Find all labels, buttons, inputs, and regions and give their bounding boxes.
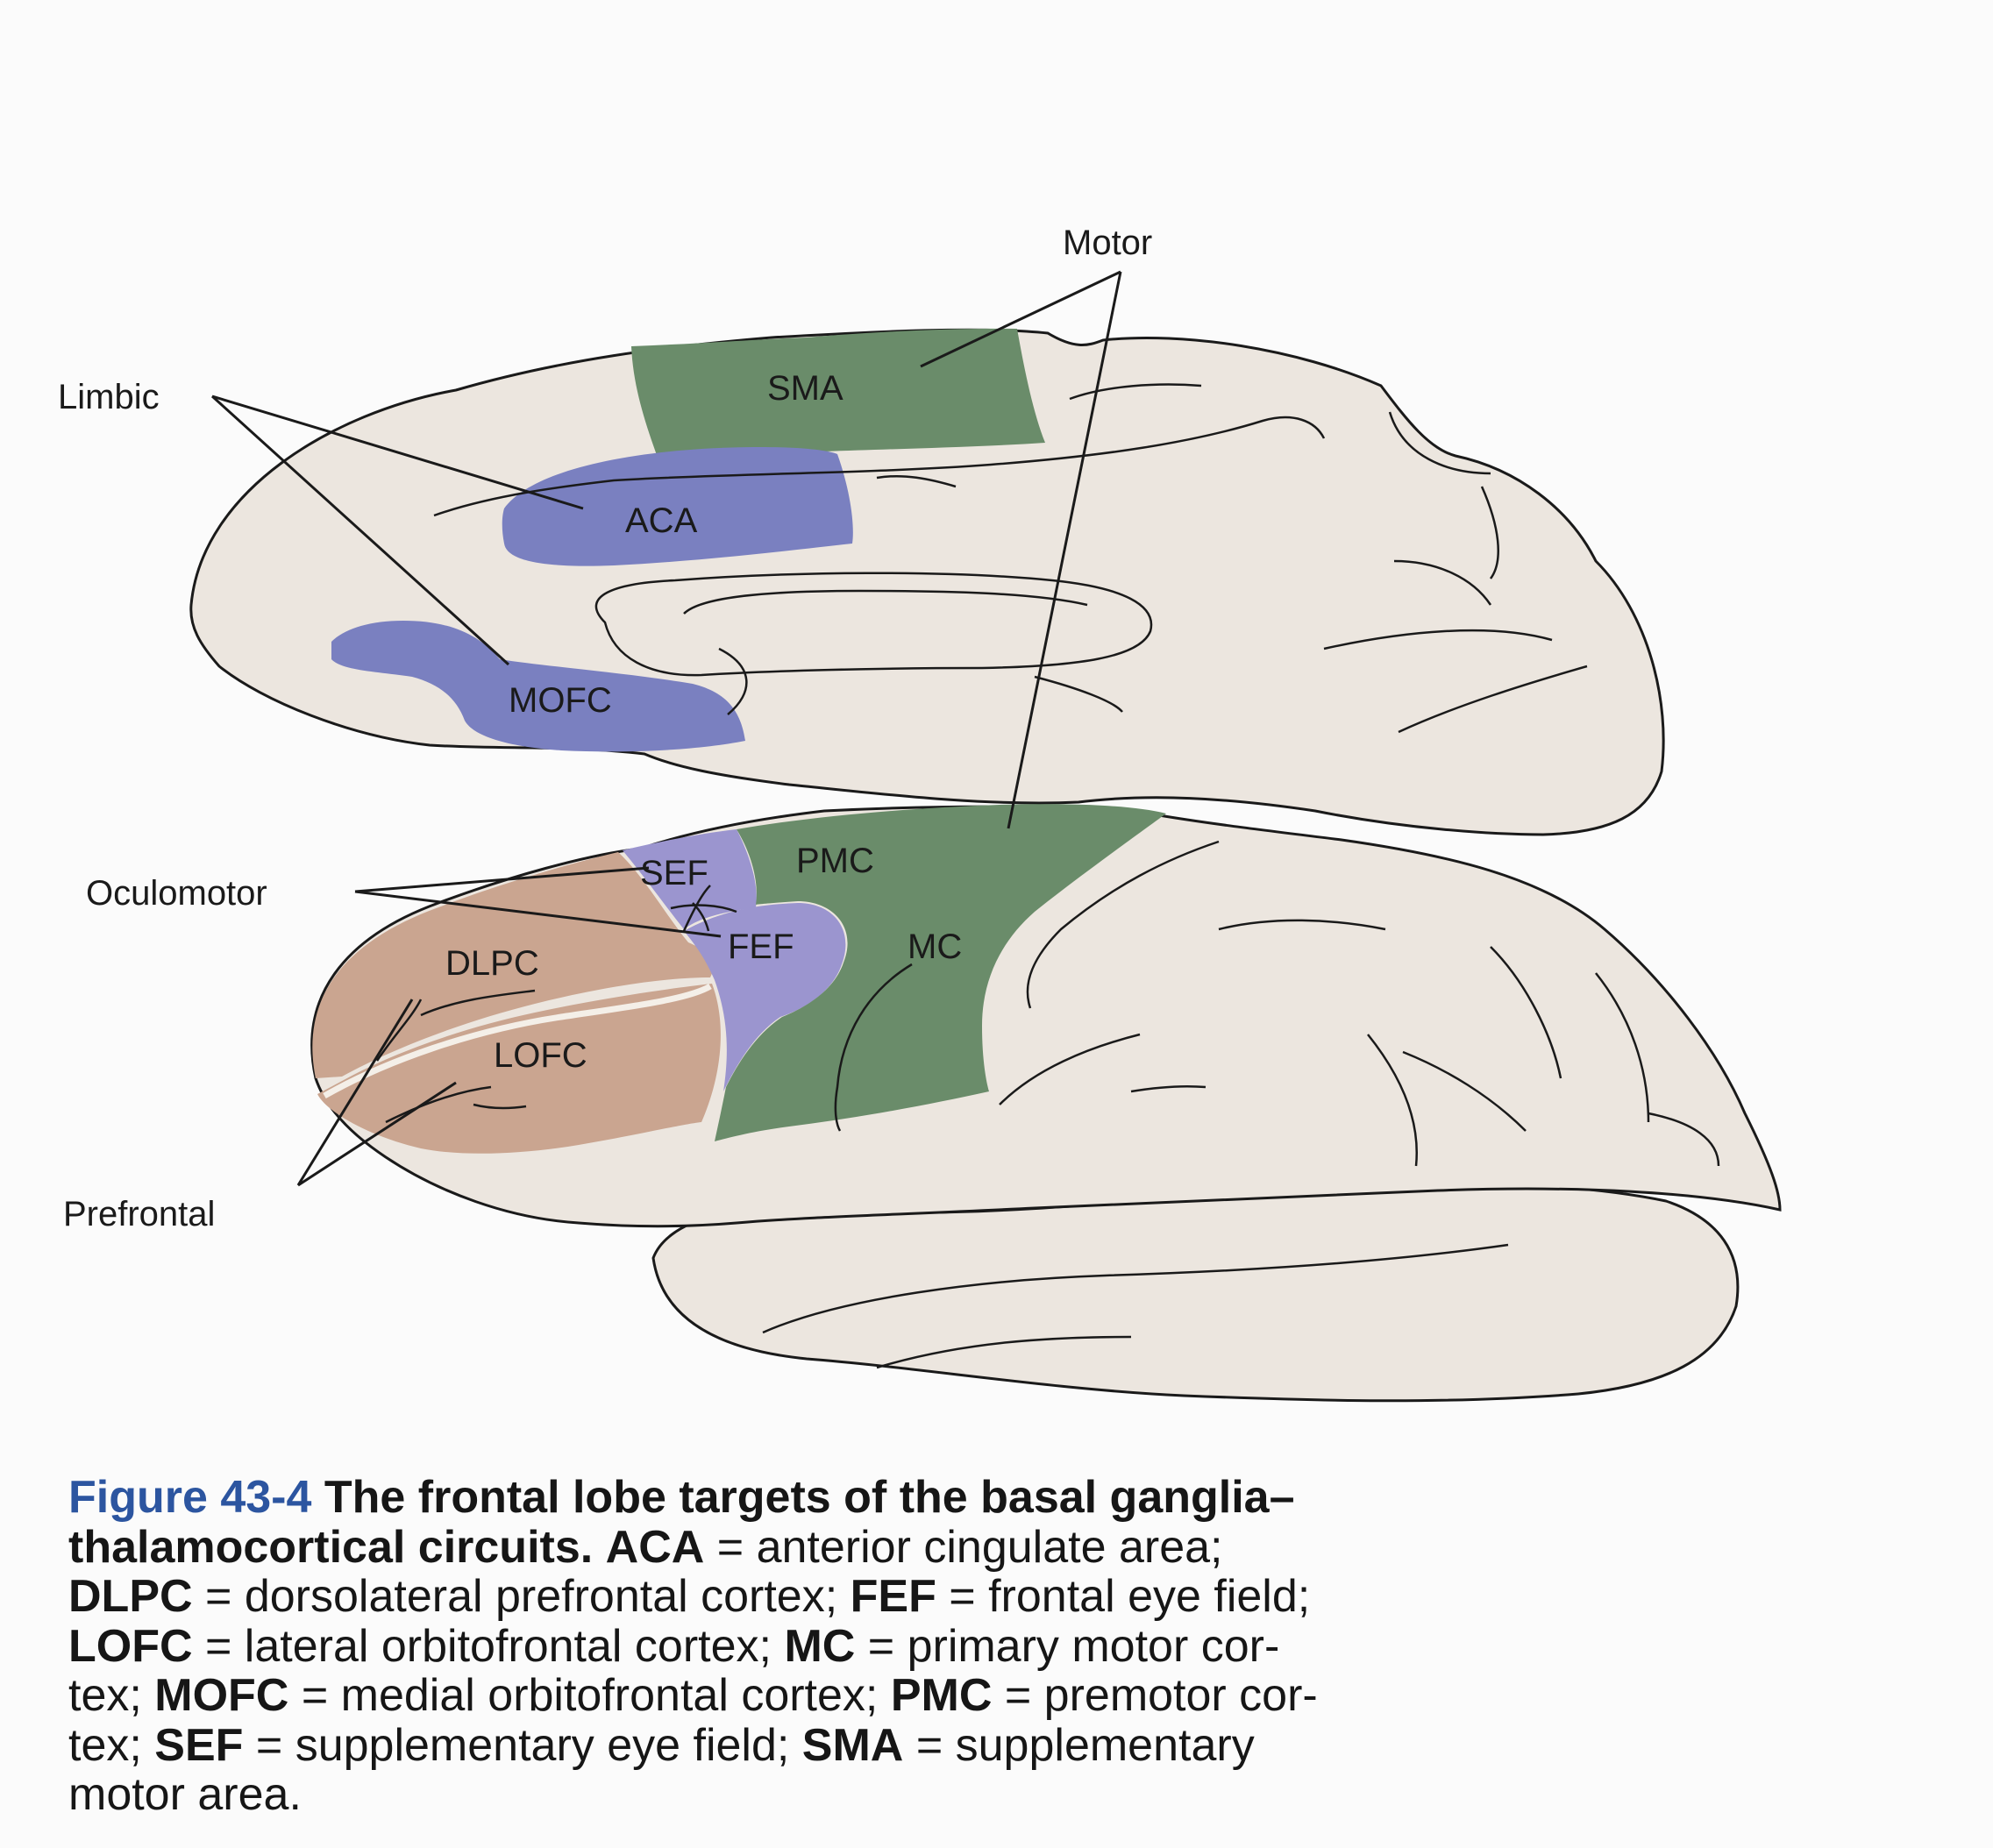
- dlpc-region: [312, 852, 713, 1078]
- figure-caption: Figure 43-4 The frontal lobe targets of …: [68, 1473, 1822, 1820]
- mofc-region: [331, 621, 745, 752]
- caption-abbr-sef: SEF: [154, 1719, 244, 1771]
- sma-label: SMA: [767, 369, 843, 408]
- lofc-region: [317, 984, 721, 1154]
- medial-sulci: [433, 383, 1588, 734]
- caption-abbr-lofc: LOFC: [68, 1620, 193, 1672]
- figure-number: Figure 43-4: [68, 1472, 312, 1523]
- caption-line-3: DLPC = dorsolateral prefrontal cortex; F…: [68, 1572, 1822, 1622]
- caption-abbr-mofc: MOFC: [154, 1670, 289, 1721]
- caption-def-mofc: = medial orbitofrontal cortex;: [301, 1670, 879, 1721]
- caption-abbr-fef: FEF: [850, 1571, 936, 1622]
- caption-abbr-dlpc: DLPC: [68, 1571, 193, 1622]
- caption-def-pmc: = premotor cor-: [1004, 1670, 1318, 1721]
- motor-group-label: Motor: [1063, 224, 1152, 262]
- caption-abbr-sma: SMA: [801, 1719, 904, 1771]
- caption-def-fef: = frontal eye field;: [949, 1571, 1311, 1622]
- aca-region: [502, 447, 853, 566]
- fef-region: [684, 903, 846, 1091]
- caption-tex-2: tex;: [68, 1719, 142, 1771]
- prefrontal-group-label: Prefrontal: [63, 1195, 215, 1233]
- dlpc-label: DLPC: [445, 944, 539, 983]
- caption-line-4: LOFC = lateral orbitofrontal cortex; MC …: [68, 1620, 1822, 1672]
- caption-line-7: motor area.: [68, 1770, 1822, 1820]
- pmc-label: PMC: [796, 842, 874, 880]
- fef-label: FEF: [728, 928, 794, 966]
- caption-abbr-pmc: PMC: [890, 1670, 993, 1721]
- caption-tex-1: tex;: [68, 1670, 142, 1721]
- caption-abbr-mc: MC: [784, 1620, 856, 1672]
- caption-def-sma-end: motor area.: [68, 1769, 302, 1820]
- caption-def-sma: = supplementary: [915, 1719, 1255, 1771]
- oculomotor-group-label: Oculomotor: [86, 874, 267, 913]
- lateral-sulci: [323, 840, 1720, 1167]
- caption-def-mc: = primary motor cor-: [867, 1620, 1280, 1672]
- sma-region: [631, 328, 1045, 458]
- temporal-lobe: [651, 1182, 1740, 1403]
- mofc-label: MOFC: [509, 681, 612, 720]
- caption-title-part-2: thalamocortical circuits.: [68, 1521, 594, 1573]
- pointer-lines: [210, 270, 1122, 1187]
- sef-label: SEF: [640, 854, 708, 892]
- caption-title-part-1: The frontal lobe targets of the basal ga…: [324, 1472, 1295, 1523]
- limbic-group-label: Limbic: [58, 378, 160, 416]
- caption-line-2: thalamocortical circuits. ACA = anterior…: [68, 1521, 1822, 1573]
- caption-line-1: Figure 43-4 The frontal lobe targets of …: [68, 1473, 1822, 1523]
- aca-label: ACA: [625, 501, 698, 540]
- mc-label: MC: [908, 928, 962, 966]
- pmc-mc-region: [715, 804, 1166, 1141]
- caption-def-sef: = supplementary eye field;: [255, 1719, 790, 1771]
- lofc-label: LOFC: [494, 1036, 587, 1075]
- caption-abbr-aca: ACA: [605, 1521, 705, 1573]
- caption-def-dlpc: = dorsolateral prefrontal cortex;: [205, 1571, 838, 1622]
- sef-region: [623, 829, 757, 929]
- caption-line-5: tex; MOFC = medial orbitofrontal cortex;…: [68, 1671, 1822, 1721]
- caption-line-6: tex; SEF = supplementary eye field; SMA …: [68, 1719, 1822, 1771]
- caption-def-aca: = anterior cingulate area;: [716, 1521, 1223, 1573]
- caption-def-lofc: = lateral orbitofrontal cortex;: [204, 1620, 772, 1672]
